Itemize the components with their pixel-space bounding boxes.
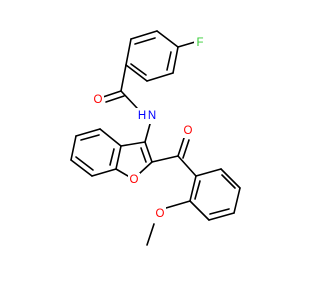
bond-inner: [194, 180, 201, 200]
atom-ketone-oxygen: O: [182, 124, 194, 138]
atoms-layer: F O H N O O O: [92, 36, 206, 222]
bond-ketone-1: [177, 137, 185, 157]
bond-co-double-1: [102, 90, 122, 98]
bond: [125, 64, 148, 82]
bond: [120, 64, 127, 92]
bond-cn: [120, 90, 138, 109]
bond-co-ether: [165, 200, 191, 209]
bond: [208, 212, 235, 221]
bond: [130, 30, 158, 40]
atom-amide-nitrogen: H N: [136, 108, 158, 124]
structure-canvas: F O H N O O O: [70, 30, 241, 246]
bond: [125, 38, 132, 66]
bond: [220, 168, 241, 189]
atom-label-o: O: [156, 208, 165, 220]
bond-ketone-2: [182, 139, 190, 159]
bond-inner: [80, 134, 100, 141]
bond: [189, 175, 197, 202]
bond: [151, 155, 179, 163]
bond: [233, 187, 241, 214]
bond: [195, 168, 222, 177]
atom-label-n: N: [148, 110, 156, 122]
bond-cf: [177, 41, 196, 48]
bond-inner: [109, 148, 115, 166]
bond: [139, 161, 153, 174]
bond: [99, 128, 122, 147]
molecule-structure: F O H N O O O: [70, 30, 241, 246]
bond-ome: [146, 223, 155, 246]
atom-carbonyl-oxygen: O: [92, 93, 104, 107]
bond: [156, 30, 179, 48]
bond: [177, 155, 197, 177]
atom-label-o: O: [130, 174, 139, 186]
atom-label-h: H: [138, 110, 146, 122]
atom-label-o: O: [184, 125, 193, 137]
bond: [70, 135, 77, 161]
bond: [146, 72, 174, 82]
bond: [144, 141, 153, 163]
bond: [115, 168, 129, 177]
bond-inner: [134, 37, 156, 45]
atom-fluorine: F: [194, 36, 206, 50]
bonds-layer: [70, 30, 241, 246]
bond: [189, 200, 210, 221]
bond-inner: [75, 156, 94, 171]
atom-furan-oxygen: O: [128, 173, 140, 187]
bond: [172, 46, 179, 74]
bond: [75, 128, 101, 137]
bond-co-double-2: [105, 95, 125, 103]
bond-inner: [140, 147, 147, 163]
bond-nc: [144, 123, 151, 143]
bond: [120, 141, 146, 147]
bond: [91, 168, 117, 177]
atom-label-f: F: [196, 37, 203, 49]
bond: [70, 159, 93, 177]
bond-inner: [130, 63, 147, 76]
atom-label-o: O: [94, 94, 103, 106]
atom-methoxy-oxygen: O: [154, 206, 166, 222]
bond: [115, 145, 122, 170]
bond-inner: [166, 51, 172, 71]
bond-inner: [209, 208, 230, 215]
bond-inner: [221, 174, 236, 189]
